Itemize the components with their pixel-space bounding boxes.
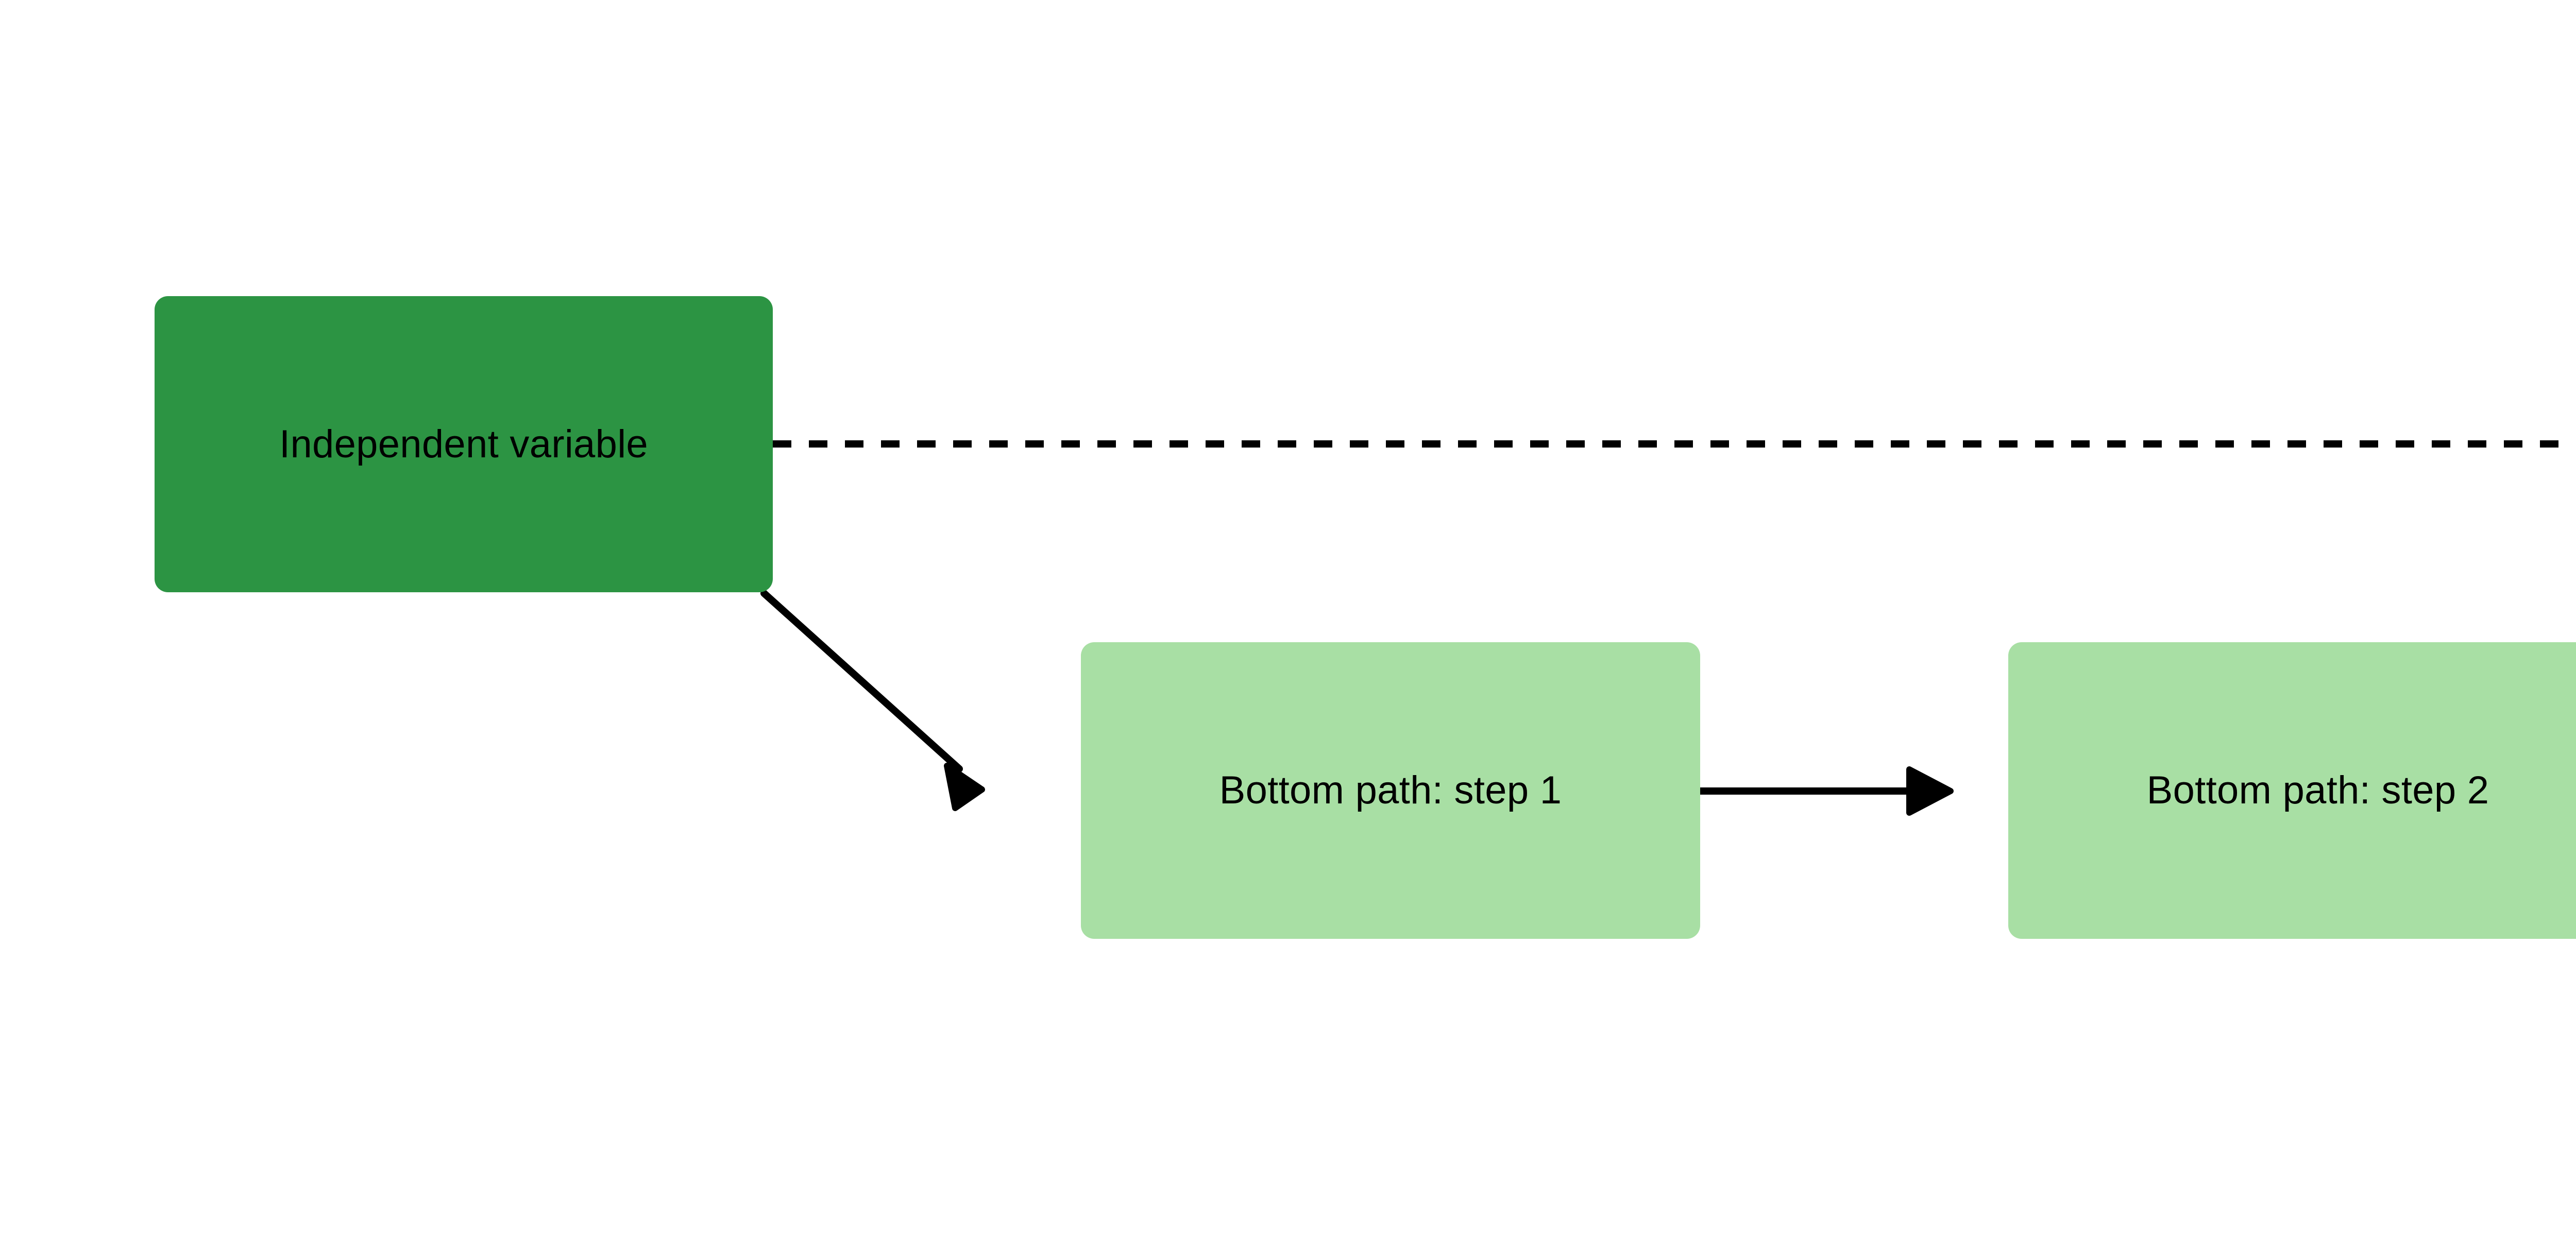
edge-independent-to-dependent[interactable] bbox=[773, 422, 2576, 466]
node-label: Bottom path: step 1 bbox=[1219, 768, 1562, 813]
node-bottom-path-step-1[interactable]: Bottom path: step 1 bbox=[1081, 642, 1700, 939]
arrowhead-icon bbox=[944, 763, 985, 811]
node-label: Bottom path: step 2 bbox=[2146, 768, 2489, 813]
arrowhead-icon bbox=[1906, 766, 1954, 816]
node-independent-variable[interactable]: Independent variable bbox=[155, 296, 773, 592]
node-label: Independent variable bbox=[279, 422, 648, 466]
edge-line-solid bbox=[760, 590, 963, 772]
node-bottom-path-step-2[interactable]: Bottom path: step 2 bbox=[2008, 642, 2576, 939]
edge-step1-to-step2[interactable] bbox=[1697, 766, 1954, 816]
edge-independent-to-step1[interactable] bbox=[760, 590, 985, 811]
